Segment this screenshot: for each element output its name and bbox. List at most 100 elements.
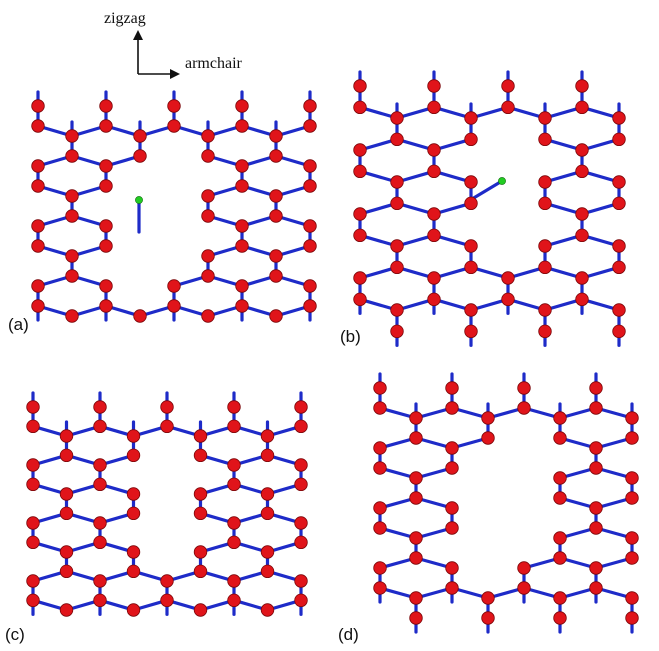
carbon-atom <box>201 309 215 323</box>
carbon-atom <box>227 477 241 492</box>
armchair-arrowhead-icon <box>170 69 180 79</box>
carbon-atom <box>303 239 317 253</box>
carbon-atom <box>373 461 387 475</box>
carbon-atom <box>193 603 208 617</box>
carbon-atom <box>235 119 249 133</box>
carbon-atom <box>553 491 567 505</box>
carbon-atom <box>193 429 208 443</box>
carbon-atom <box>538 132 552 147</box>
carbon-atom <box>99 299 113 313</box>
carbon-atom <box>612 175 626 189</box>
carbon-atom <box>553 471 567 485</box>
carbon-atom <box>373 521 387 535</box>
carbon-atom <box>553 611 567 625</box>
carbon-atom <box>260 564 275 579</box>
carbon-atom <box>445 461 459 475</box>
carbon-atom <box>59 429 74 443</box>
carbon-atom <box>235 159 249 173</box>
carbon-atom <box>464 239 478 253</box>
carbon-atom <box>303 179 317 193</box>
carbon-atom <box>227 574 241 588</box>
carbon-atom <box>589 461 603 475</box>
carbon-atom <box>612 111 626 125</box>
carbon-atom <box>260 487 275 501</box>
carbon-atom <box>31 299 45 313</box>
carbon-atom <box>353 143 367 157</box>
carbon-atom <box>409 431 423 445</box>
panel-d-label: (d) <box>338 625 359 644</box>
carbon-atom <box>235 279 249 293</box>
carbon-atom <box>612 260 626 275</box>
carbon-atom <box>160 419 174 434</box>
carbon-atom <box>390 260 404 275</box>
carbon-atom <box>612 324 626 339</box>
panel-d-atoms <box>373 381 639 625</box>
carbon-atom <box>294 477 308 492</box>
carbon-atom <box>59 448 74 463</box>
carbon-atom <box>294 516 308 530</box>
carbon-atom <box>445 561 459 575</box>
carbon-atom <box>99 279 113 293</box>
carbon-atom <box>409 531 423 545</box>
carbon-atom <box>93 419 107 434</box>
carbon-atom <box>126 448 141 463</box>
carbon-atom <box>193 545 208 559</box>
carbon-atom <box>26 574 40 588</box>
carbon-atom <box>167 299 181 313</box>
panel-a-label: (a) <box>8 315 29 334</box>
carbon-atom <box>93 593 107 608</box>
carbon-atom <box>31 179 45 193</box>
carbon-atom <box>227 400 241 414</box>
carbon-atom <box>59 506 74 521</box>
carbon-atom <box>538 324 552 339</box>
carbon-atom <box>269 189 283 203</box>
carbon-atom <box>481 591 495 605</box>
carbon-atom <box>575 79 589 93</box>
carbon-atom <box>294 458 308 472</box>
carbon-atom <box>26 419 40 434</box>
carbon-atom <box>93 574 107 588</box>
carbon-atom <box>93 400 107 414</box>
carbon-atom <box>26 400 40 414</box>
carbon-atom <box>167 279 181 293</box>
carbon-atom <box>227 516 241 530</box>
carbon-atom <box>235 299 249 313</box>
carbon-atom <box>481 611 495 625</box>
carbon-atom <box>294 535 308 550</box>
carbon-atom <box>353 164 367 179</box>
carbon-atom <box>99 219 113 233</box>
carbon-atom <box>625 491 639 505</box>
carbon-atom <box>625 411 639 425</box>
carbon-atom <box>427 271 441 285</box>
carbon-atom <box>373 561 387 575</box>
zigzag-label: zigzag <box>104 10 146 27</box>
carbon-atom <box>59 487 74 501</box>
carbon-atom <box>126 506 141 521</box>
carbon-atom <box>65 269 79 283</box>
carbon-atom <box>390 196 404 211</box>
carbon-atom <box>167 119 181 133</box>
carbon-atom <box>260 506 275 521</box>
carbon-atom <box>201 209 215 223</box>
carbon-atom <box>625 471 639 485</box>
carbon-atom <box>31 99 45 113</box>
carbon-atom <box>260 448 275 463</box>
carbon-atom <box>445 581 459 595</box>
panel-c-label: (c) <box>5 625 25 644</box>
carbon-atom <box>575 164 589 179</box>
carbon-atom <box>93 535 107 550</box>
carbon-atom <box>303 119 317 133</box>
carbon-atom <box>481 411 495 425</box>
carbon-atom <box>538 303 552 317</box>
carbon-atom <box>227 458 241 472</box>
carbon-atom <box>65 249 79 263</box>
carbon-atom <box>589 441 603 455</box>
carbon-atom <box>390 111 404 125</box>
carbon-atom <box>409 551 423 565</box>
carbon-atom <box>427 207 441 221</box>
carbon-atom <box>501 271 515 285</box>
carbon-atom <box>427 164 441 179</box>
carbon-atom <box>294 593 308 608</box>
carbon-atom <box>31 159 45 173</box>
